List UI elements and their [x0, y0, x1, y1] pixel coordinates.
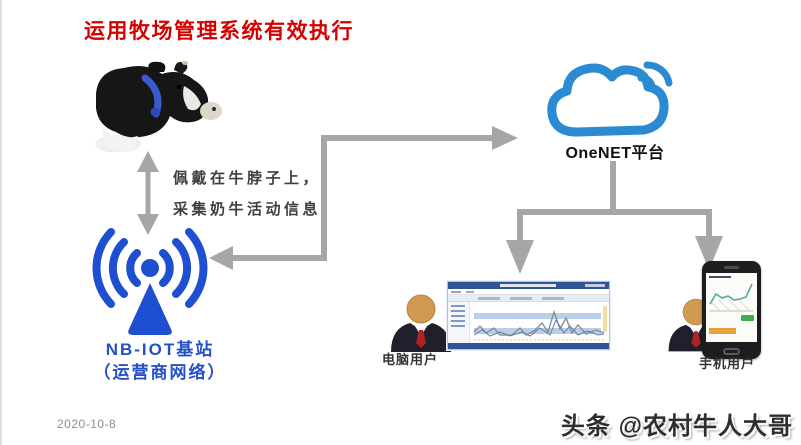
- phone-speaker: [724, 266, 739, 269]
- cow-station-double-arrow: [137, 151, 159, 235]
- phone-home-button: [723, 348, 740, 355]
- dashboard-menurow: [448, 289, 609, 295]
- phone-app-header: [709, 276, 731, 278]
- dashboard-toolbar: [448, 295, 609, 302]
- dashboard-chart: [470, 302, 609, 343]
- slide-date: 2020-10-8: [57, 417, 117, 431]
- station-network: （运营商网络）: [93, 363, 227, 382]
- dashboard-sidebar: [448, 302, 470, 343]
- dashboard-screenshot: [447, 281, 610, 350]
- watermark: 头条 @农村牛人大哥: [560, 413, 793, 440]
- dashboard-scrollbar: [603, 306, 607, 332]
- cloud-icon: [547, 61, 673, 137]
- dashboard-titlebar: [448, 282, 609, 289]
- station-name: NB-IOT基站: [105, 340, 215, 359]
- cloud-to-users-split-arrow: [506, 161, 723, 274]
- dashboard-footer: [448, 343, 609, 349]
- station-label: NB-IOT基站 （运营商网络）: [60, 338, 260, 384]
- pc-person-icon: [391, 294, 451, 352]
- collar-note-line2: 采集奶牛活动信息: [173, 201, 322, 218]
- pc-user-label: 电脑用户: [381, 352, 438, 367]
- slide-title: 运用牧场管理系统有效执行: [84, 20, 354, 43]
- antenna-icon: [92, 228, 208, 335]
- phone-green-button: [741, 315, 754, 321]
- dashboard-body: [448, 302, 609, 343]
- mobile-user-label: 手机用户: [698, 356, 755, 371]
- cloud-label: OneNET平台: [565, 145, 665, 162]
- phone-screen: [706, 273, 757, 342]
- phone-orange-row: [709, 328, 736, 334]
- slide-edge-line: [0, 0, 2, 445]
- collar-note: 佩戴在牛脖子上， 采集奶牛活动信息: [173, 163, 363, 225]
- collar-note-line1: 佩戴在牛脖子上，: [173, 170, 322, 187]
- phone-icon: [702, 261, 761, 359]
- cow-image: [95, 61, 222, 152]
- cloud-signal-arcs: [637, 61, 673, 91]
